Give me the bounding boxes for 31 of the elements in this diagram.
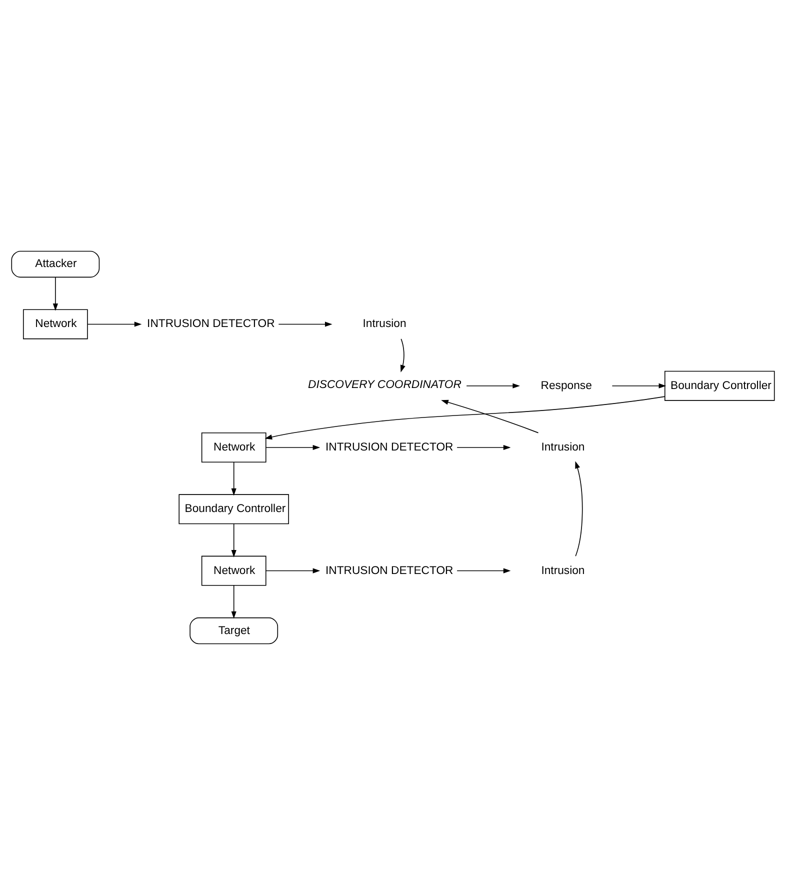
node-text: Intrusion <box>541 441 585 453</box>
node-box: Boundary Controller <box>664 370 775 400</box>
arrow <box>278 321 332 326</box>
node-text: INTRUSION DETECTOR <box>147 318 275 330</box>
arrow <box>266 568 320 573</box>
arrow <box>456 444 511 450</box>
node-text: Response <box>540 379 592 392</box>
node-text: Intrusion <box>541 564 585 576</box>
node-text: DISCOVERY COORDINATOR <box>308 378 462 391</box>
node-box: Target <box>190 616 278 644</box>
arrow <box>400 338 406 372</box>
arrow <box>612 382 666 388</box>
node-box: Boundary Controller <box>178 494 289 524</box>
arrow <box>575 460 583 556</box>
node-text: INTRUSION DETECTOR <box>325 564 454 576</box>
node-box: Network <box>201 432 266 462</box>
node-box: Network <box>201 555 266 586</box>
arrow <box>231 461 236 496</box>
node-text: INTRUSION DETECTOR <box>325 441 454 453</box>
node-box: Attacker <box>11 250 100 278</box>
arrow <box>231 522 236 557</box>
arrow <box>441 399 539 433</box>
arrow <box>456 568 511 573</box>
arrow <box>466 382 520 388</box>
node-text: Intrusion <box>362 318 406 330</box>
arrow <box>266 444 320 450</box>
arrow <box>264 396 666 440</box>
arrow <box>52 276 58 310</box>
arrow <box>87 321 142 326</box>
node-box: Network <box>23 308 88 339</box>
arrow <box>231 584 236 618</box>
